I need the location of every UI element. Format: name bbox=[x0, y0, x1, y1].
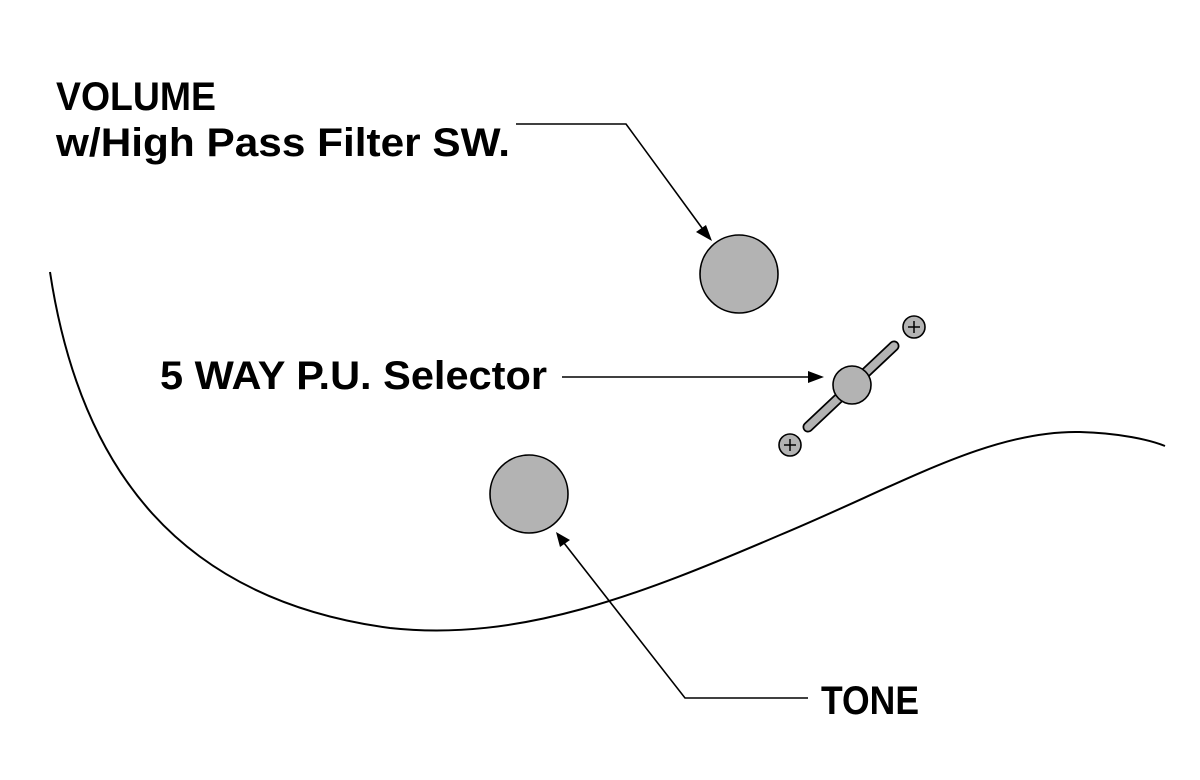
volume-label-line2: w/High Pass Filter SW. bbox=[55, 121, 510, 165]
screw-top-icon bbox=[902, 315, 926, 339]
tone-label: TONE bbox=[821, 679, 919, 723]
volume-arrowhead bbox=[696, 225, 712, 241]
volume-knob-icon bbox=[699, 234, 779, 314]
selector-label: 5 WAY P.U. Selector bbox=[160, 354, 547, 398]
tone-arrowhead bbox=[556, 532, 570, 547]
body-outline bbox=[49, 271, 1166, 632]
switch-tip-icon bbox=[832, 365, 872, 405]
volume-label-line1: VOLUME bbox=[56, 75, 216, 119]
tone-knob-icon bbox=[489, 454, 569, 534]
screw-bottom-icon bbox=[778, 433, 802, 457]
volume-leader-line bbox=[516, 123, 703, 229]
selector-switch-icon bbox=[802, 340, 900, 433]
selector-arrowhead bbox=[808, 371, 824, 383]
tone-leader-line bbox=[563, 542, 808, 699]
